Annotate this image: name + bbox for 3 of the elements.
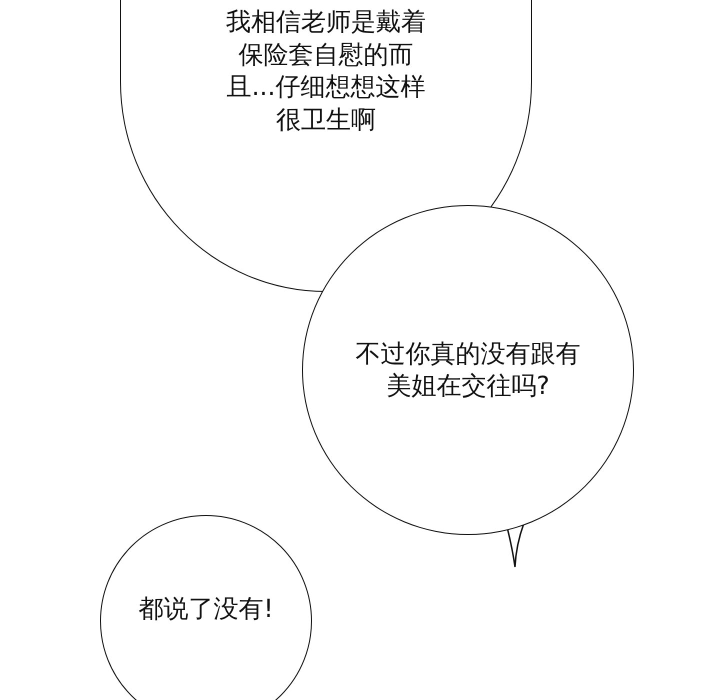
speech-text: 都说了没有! <box>138 592 274 625</box>
speech-text: 不过你真的没有跟有美姐在交往吗? <box>354 338 582 402</box>
speech-text: 我相信老师是戴着保险套自慰的而且...仔细想想这样很卫生啊 <box>225 6 427 136</box>
